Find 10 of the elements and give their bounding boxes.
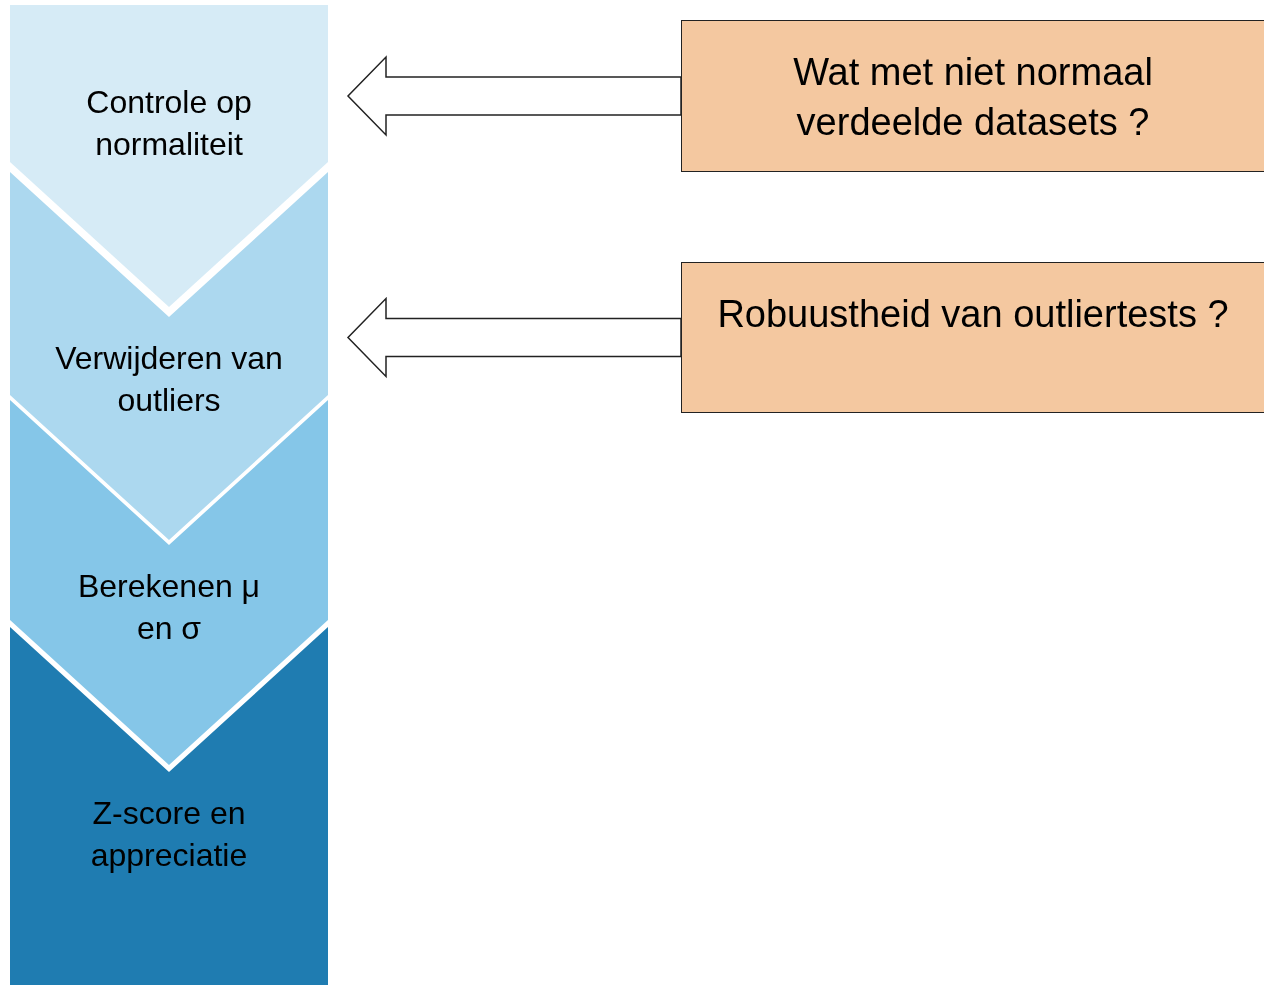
- step-label: Z-score en appreciatie: [89, 794, 249, 876]
- block-arrow: [346, 296, 682, 379]
- question-text: Robuustheid van outliertests ?: [716, 292, 1230, 337]
- question-box: [681, 20, 1264, 172]
- step-label: Controle op normaliteit: [85, 83, 253, 165]
- block-arrow: [346, 55, 682, 137]
- step-label: Verwijderen van outliers: [54, 339, 284, 421]
- step-label: Berekenen μ en σ: [76, 567, 262, 649]
- question-box: [681, 262, 1264, 413]
- question-text: Wat met niet normaal verdeelde datasets ?: [792, 50, 1154, 146]
